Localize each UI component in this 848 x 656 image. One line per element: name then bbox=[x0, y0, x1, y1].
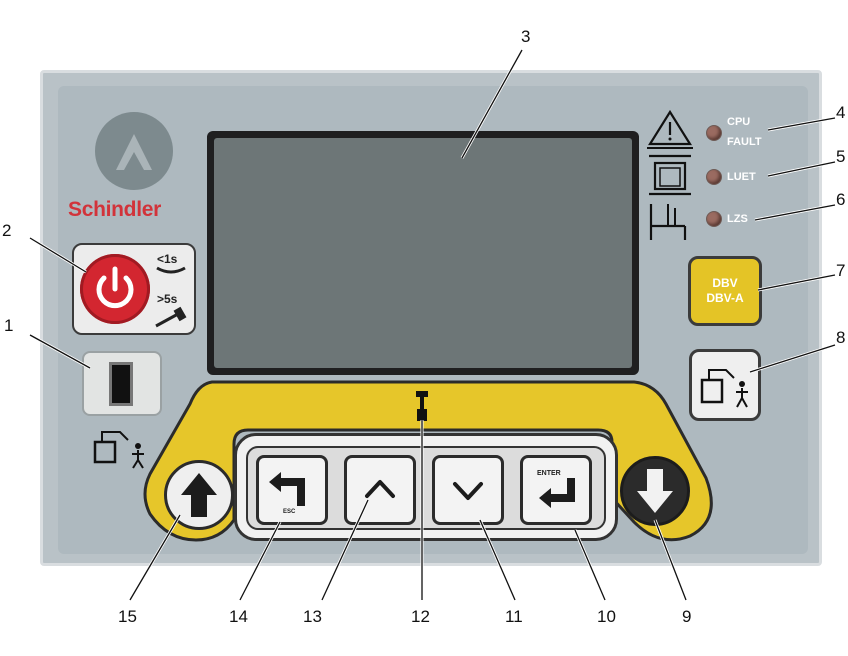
back-arrow-icon bbox=[269, 472, 305, 506]
callout-2: 2 bbox=[2, 221, 12, 240]
arrow-up-icon bbox=[181, 473, 217, 517]
warning-icon bbox=[647, 109, 693, 149]
callout-7: 7 bbox=[836, 261, 846, 280]
dbv-label: DBV bbox=[712, 276, 738, 290]
up-button[interactable] bbox=[344, 455, 416, 525]
short-press-label: <1s bbox=[157, 252, 178, 266]
enter-label: ENTER bbox=[537, 470, 561, 477]
callout-5: 5 bbox=[836, 147, 846, 166]
enter-arrow-icon bbox=[539, 478, 575, 508]
inspection-mode-button[interactable] bbox=[689, 349, 761, 421]
lzs-led bbox=[707, 212, 721, 226]
chevron-down-icon bbox=[453, 482, 483, 500]
door-zone-icon bbox=[649, 204, 687, 240]
callout-14: 14 bbox=[229, 607, 248, 626]
luet-led bbox=[707, 170, 721, 184]
callout-4: 4 bbox=[836, 103, 846, 122]
service-person-icon bbox=[700, 369, 748, 408]
service-person-icon bbox=[93, 431, 144, 469]
callout-1: 1 bbox=[4, 316, 14, 335]
chevron-up-icon bbox=[365, 480, 395, 498]
down-button[interactable] bbox=[432, 455, 504, 525]
brand-name: Schindler bbox=[68, 198, 161, 221]
short-press-icon bbox=[156, 266, 186, 274]
led-label-luet: LUET bbox=[727, 171, 756, 183]
esc-label: ESC bbox=[283, 509, 296, 515]
dbv-a-label: DBV-A bbox=[706, 291, 744, 305]
esc-button[interactable]: ESC bbox=[256, 455, 328, 525]
enter-button[interactable]: ENTER bbox=[520, 455, 592, 525]
power-icon bbox=[96, 266, 134, 309]
lcd-area bbox=[214, 138, 632, 368]
callout-12: 12 bbox=[411, 607, 430, 626]
callout-3: 3 bbox=[521, 27, 531, 46]
car-down-button[interactable] bbox=[620, 456, 690, 526]
led-label-cpu: CPU bbox=[727, 116, 751, 128]
status-icons-column bbox=[647, 109, 693, 240]
callout-11: 11 bbox=[505, 607, 523, 626]
callout-10: 10 bbox=[597, 607, 616, 626]
callout-15: 15 bbox=[118, 607, 137, 626]
led-label-lzs: LZS bbox=[727, 213, 748, 225]
elevator-car-icon bbox=[649, 154, 691, 196]
callout-8: 8 bbox=[836, 328, 846, 347]
arrow-down-icon bbox=[637, 469, 673, 513]
hammer-icon bbox=[155, 306, 187, 328]
long-press-label: >5s bbox=[157, 292, 178, 306]
wrench-probe-icon bbox=[416, 391, 428, 421]
callout-9: 9 bbox=[682, 607, 692, 626]
cpu-fault-led bbox=[707, 126, 721, 140]
led-label-fault: FAULT bbox=[727, 136, 762, 148]
power-button[interactable] bbox=[80, 254, 150, 324]
usb-port[interactable] bbox=[109, 362, 133, 406]
callout-6: 6 bbox=[836, 190, 846, 209]
car-up-button[interactable] bbox=[164, 460, 234, 530]
callout-13: 13 bbox=[303, 607, 322, 626]
schindler-logo-icon bbox=[95, 112, 173, 190]
